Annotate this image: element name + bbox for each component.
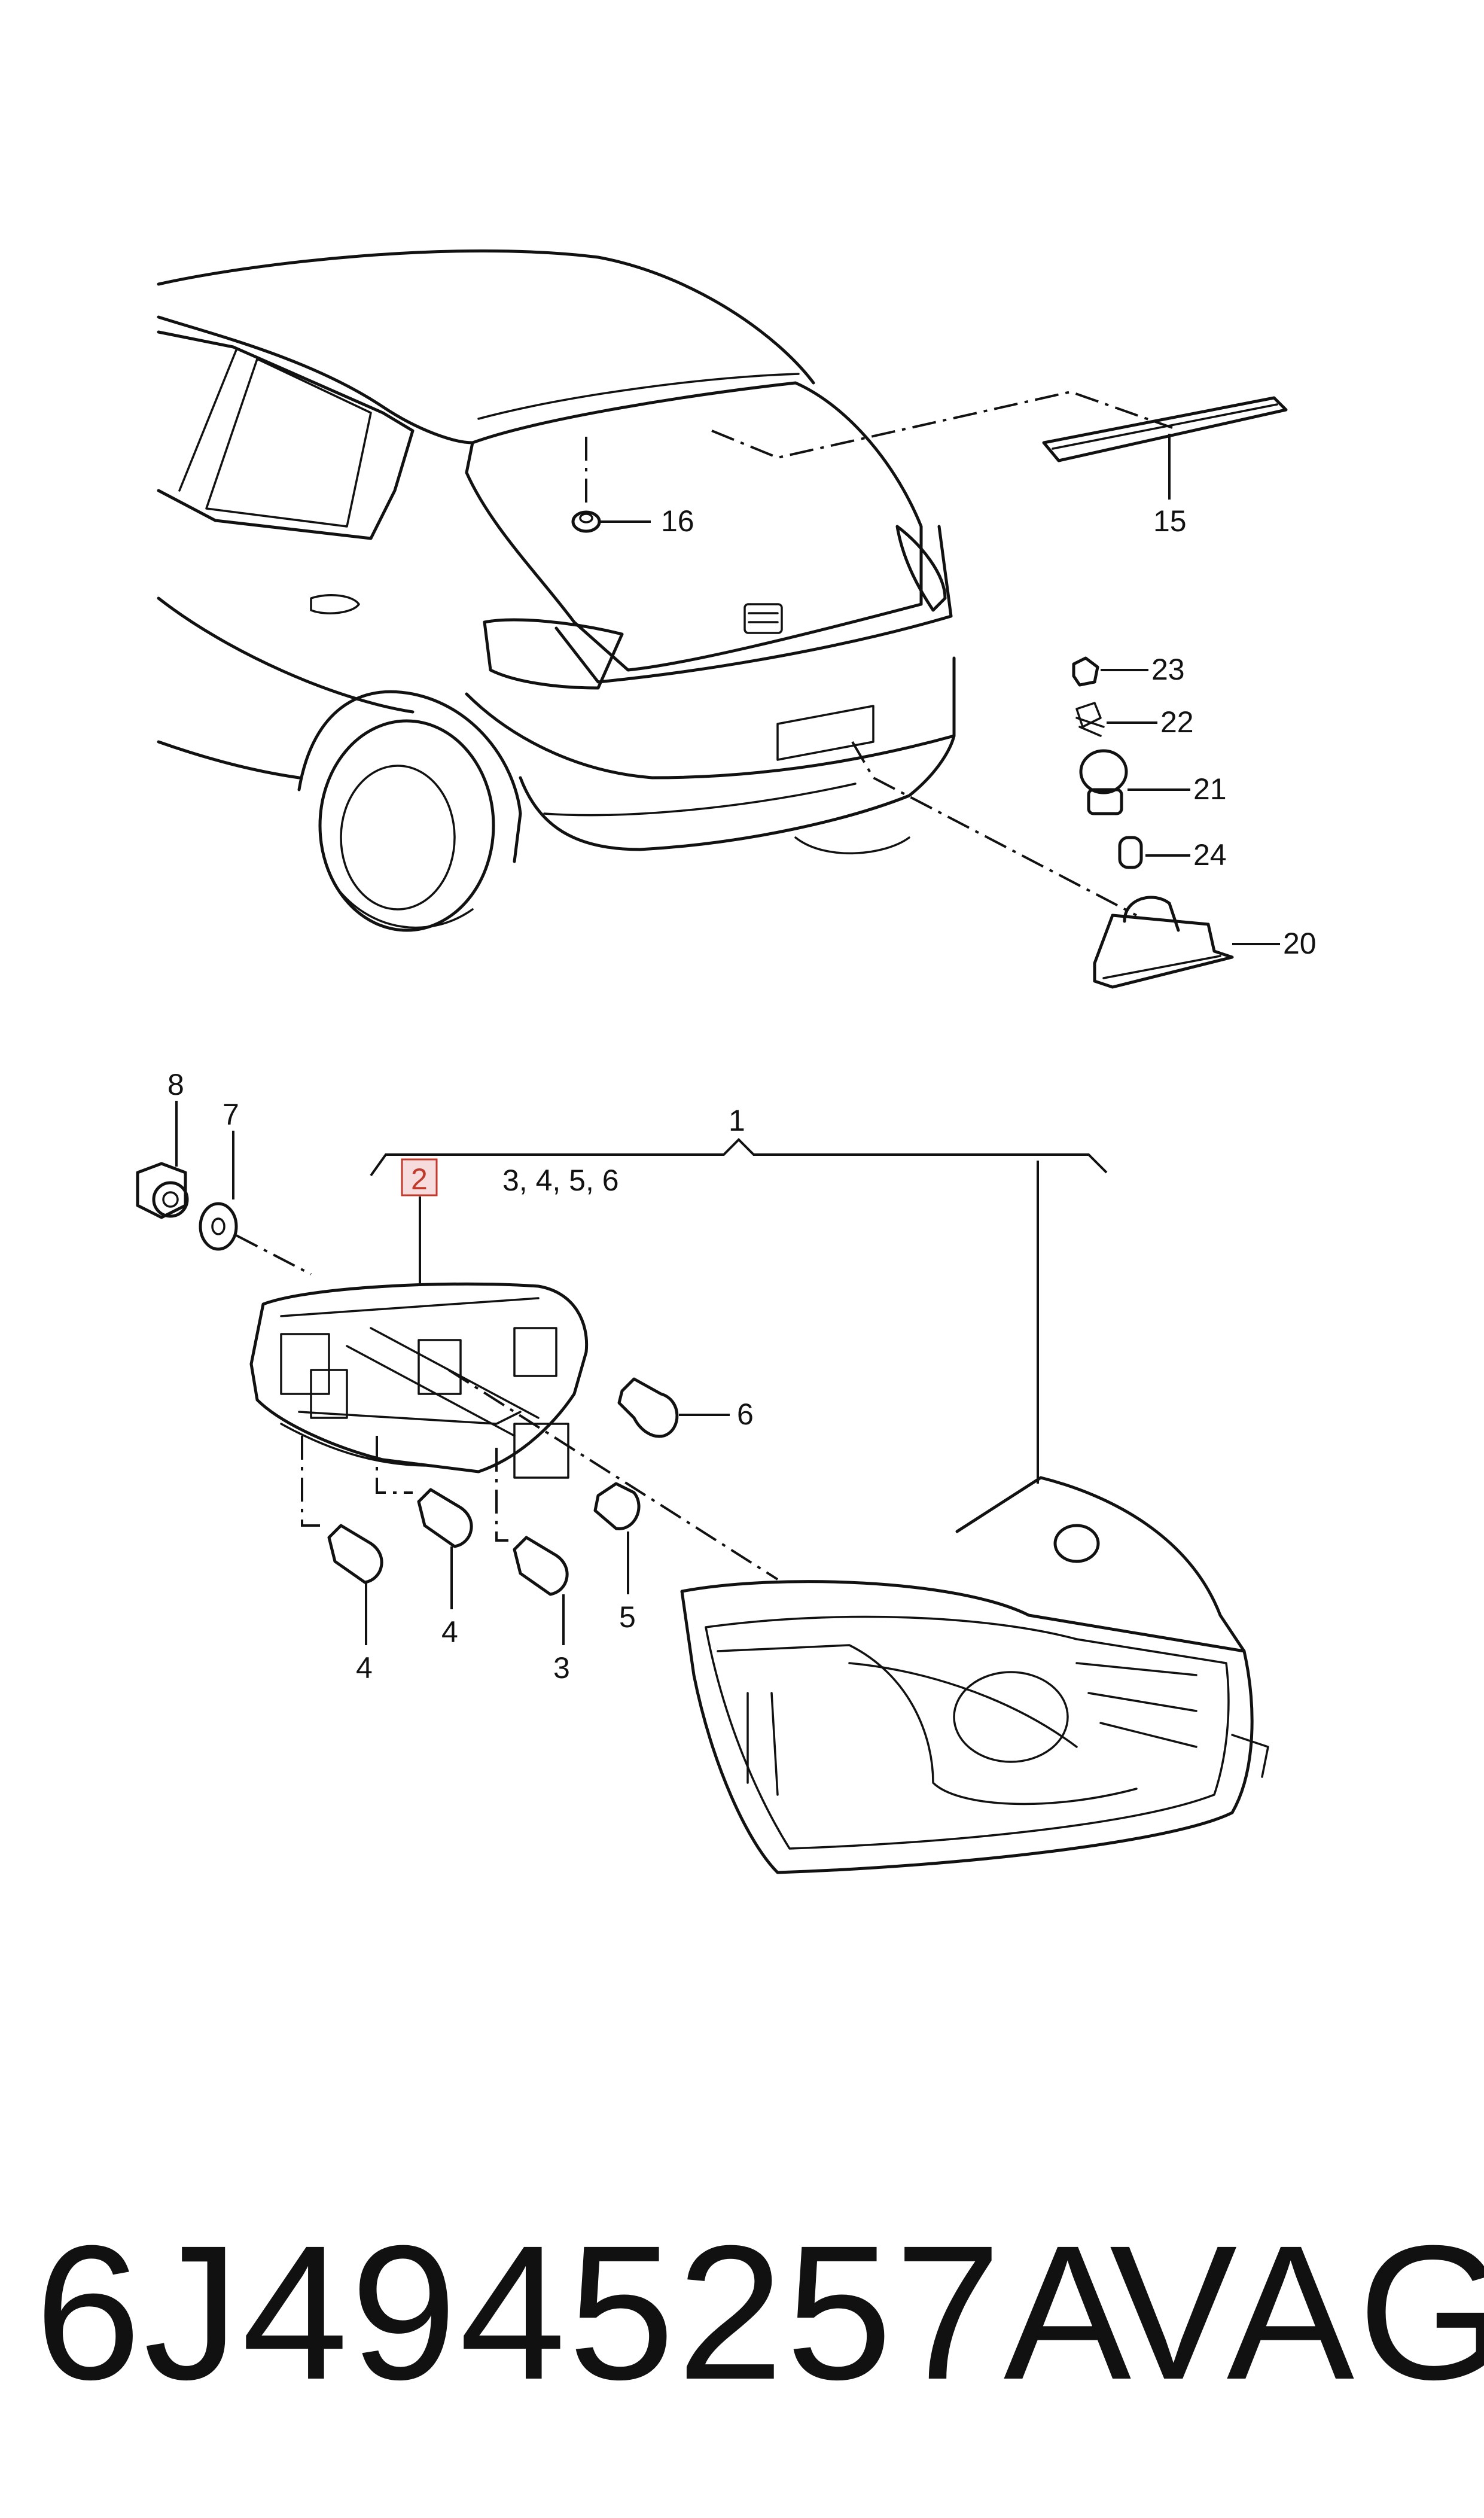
callout-7: 7 (223, 1098, 239, 1131)
part-number: 6J4945257A (35, 2205, 1134, 2419)
brand-label: VAG (1110, 2205, 1484, 2419)
part-2-bulb-carrier (249, 1282, 779, 1581)
license-lamp-parts (851, 656, 1280, 989)
callout-6: 6 (737, 1397, 754, 1431)
callout-8: 8 (167, 1068, 184, 1101)
part-15-high-mount-brake-light (711, 390, 1288, 500)
callout-3: 3 (553, 1651, 570, 1685)
callout-21: 21 (1193, 772, 1227, 806)
callout-20: 20 (1283, 927, 1317, 960)
callout-1: 1 (729, 1104, 745, 1137)
bulb-6 (617, 1377, 730, 1438)
callout-24: 24 (1193, 838, 1227, 872)
part-16-clip (571, 437, 651, 533)
part-8-nut (136, 1101, 189, 1219)
callout-2: 2 (411, 1162, 428, 1196)
bulb-4a (327, 1524, 383, 1645)
part-7-washer (199, 1131, 312, 1275)
callout-22: 22 (1160, 705, 1194, 739)
highlight-callout-2 (401, 1158, 438, 1196)
callout-4b: 4 (441, 1615, 458, 1649)
bulb-5 (593, 1482, 641, 1594)
callout-16: 16 (661, 504, 694, 538)
callout-15: 15 (1153, 504, 1187, 538)
bulb-4b (417, 1488, 473, 1609)
part-1-tail-light-housing (680, 1476, 1269, 1874)
bulb-3 (513, 1536, 569, 1645)
callout-23: 23 (1151, 653, 1185, 686)
callout-5: 5 (619, 1600, 636, 1634)
callout-3-4-5-6: 3, 4, 5, 6 (502, 1164, 619, 1197)
car-rear-view (157, 249, 956, 932)
callout-4a: 4 (356, 1651, 373, 1685)
callouts: 16 15 23 22 21 24 20 8 7 1 2 3, 4, 5, 6 … (167, 504, 1317, 1685)
